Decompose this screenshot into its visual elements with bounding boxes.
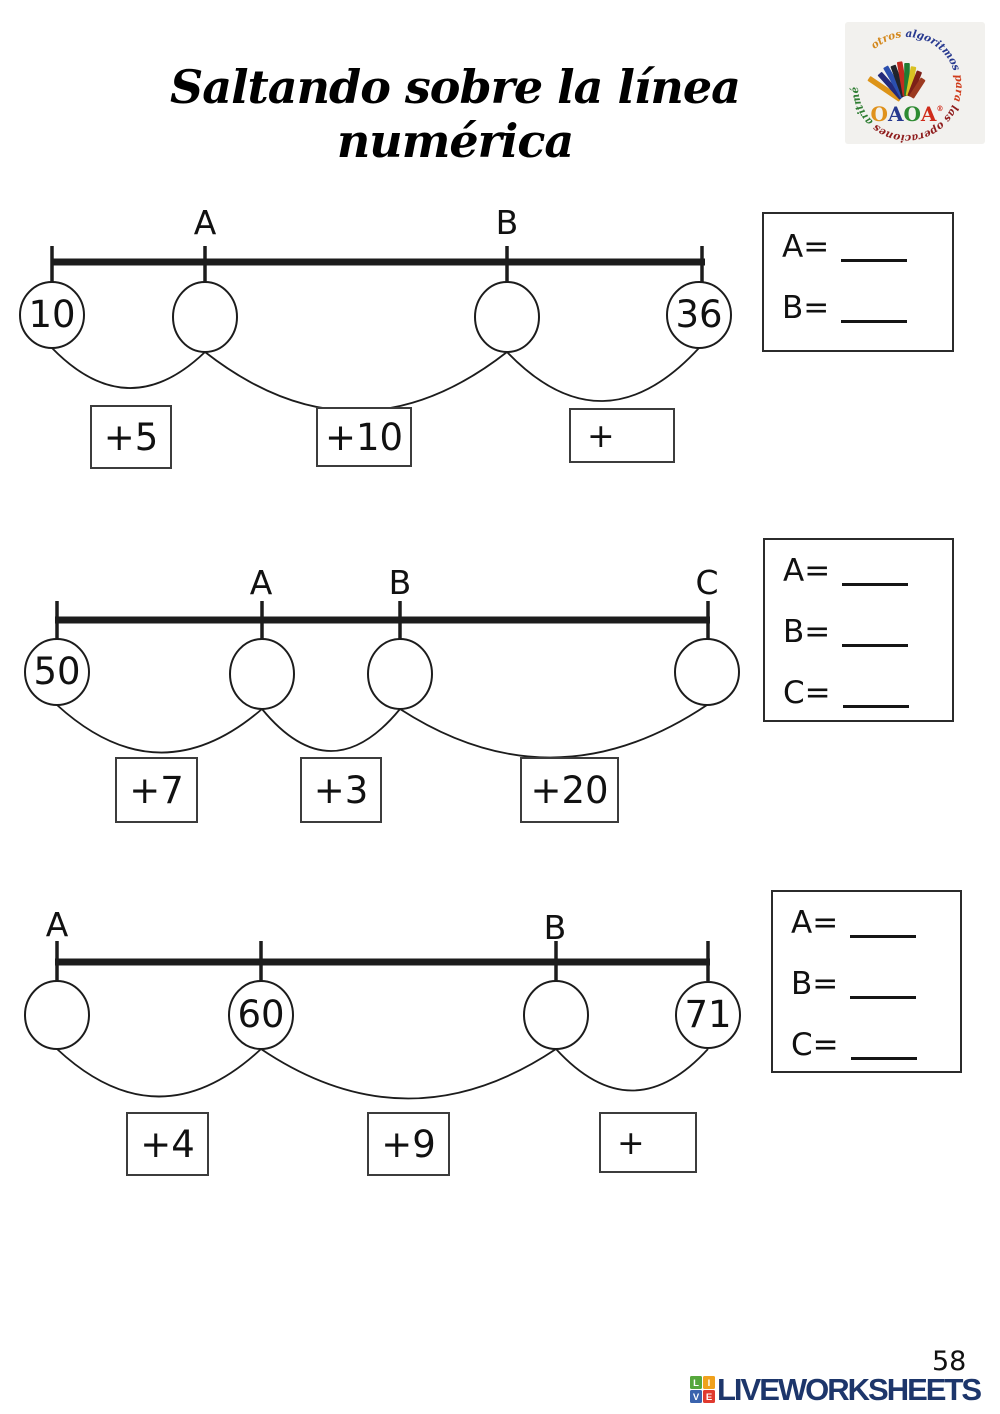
number-circle-value: 10 (28, 293, 76, 336)
point-label-b: B (543, 908, 567, 947)
jump-arc (399, 704, 708, 759)
answer-label: C= (791, 1027, 839, 1063)
registered-mark: ® (936, 104, 943, 113)
answer-row: A= (791, 906, 960, 940)
answers-box-2: A= B= C= (763, 538, 954, 722)
jump-arc (506, 347, 700, 402)
answer-label: A= (783, 553, 831, 589)
jump-arc (56, 704, 263, 754)
answers-box-1: A= B= (762, 212, 954, 352)
answer-blank[interactable] (850, 915, 917, 938)
jump-arc (260, 1048, 557, 1100)
number-circle-value: 60 (237, 993, 285, 1036)
live-tile-letter: I (708, 1378, 711, 1389)
answer-row: B= (783, 615, 952, 649)
answer-label: B= (783, 614, 831, 650)
jump-box: +20 (520, 757, 619, 823)
jump-box: +9 (367, 1112, 450, 1176)
answer-blank[interactable] (841, 239, 908, 262)
jump-value: +10 (324, 415, 404, 459)
jump-value: + (587, 416, 615, 455)
jump-arc (555, 1048, 709, 1092)
jump-value: + (617, 1123, 645, 1162)
point-label-b: B (388, 563, 412, 602)
answer-blank[interactable] (842, 563, 909, 586)
number-line-3-geometry (24, 941, 741, 1100)
jump-value: +4 (140, 1122, 195, 1166)
point-label-c: C (695, 563, 719, 602)
answer-blank[interactable] (841, 300, 908, 323)
jump-box: +4 (126, 1112, 209, 1176)
number-circle-value: 71 (684, 993, 732, 1036)
jump-value: +9 (381, 1122, 436, 1166)
jump-box: +7 (115, 757, 198, 823)
point-label-a: A (45, 905, 69, 944)
live-tile-letter: V (693, 1392, 700, 1403)
jump-box-blank[interactable]: + (599, 1112, 697, 1173)
live-tile-letter: E (706, 1392, 712, 1403)
answer-row: A= (783, 554, 952, 588)
number-circle-outline[interactable] (172, 281, 238, 353)
jump-box: +10 (316, 407, 412, 467)
number-circle-value: 50 (33, 650, 81, 693)
number-circle-outline[interactable] (674, 638, 740, 706)
jump-box: +5 (90, 405, 172, 469)
jump-value: +3 (313, 768, 369, 812)
answer-row: B= (791, 967, 960, 1001)
jump-box: +3 (300, 757, 382, 823)
liveworksheets-wordmark: LIVEWORKSHEETS (717, 1372, 982, 1407)
answer-label: A= (782, 229, 830, 265)
number-circle-outline[interactable] (474, 281, 540, 353)
answer-label: B= (791, 966, 839, 1002)
oaoa-acronym: OAOA® (871, 102, 944, 126)
number-circle-outline[interactable] (24, 980, 90, 1050)
answer-row: A= (782, 230, 952, 264)
jump-arc (51, 347, 206, 389)
jump-value: +5 (103, 415, 159, 459)
answer-blank[interactable] (842, 624, 909, 647)
answer-label: C= (783, 675, 831, 711)
answer-row: C= (791, 1028, 960, 1062)
jump-arc (56, 1048, 262, 1098)
jump-value: +7 (129, 768, 184, 812)
number-circle-value: 36 (675, 293, 723, 336)
number-line-2-geometry (24, 601, 740, 759)
answer-blank[interactable] (850, 976, 917, 999)
number-circle-outline[interactable] (229, 638, 295, 710)
jump-arc (204, 351, 508, 412)
answer-blank[interactable] (850, 1037, 917, 1060)
page-title: Saltando sobre la línea numérica (170, 60, 741, 168)
answer-row: C= (783, 676, 952, 710)
answer-label: B= (782, 290, 830, 326)
answers-box-3: A= B= C= (771, 890, 962, 1073)
page-number: 58 (932, 1346, 967, 1377)
point-label-b: B (495, 203, 519, 242)
oaoa-logo-graphic: otros algoritmos para las operaciones ar… (842, 13, 965, 144)
liveworksheets-logo: L I V E (690, 1376, 715, 1403)
answer-row: B= (782, 291, 952, 325)
answer-blank[interactable] (842, 685, 909, 708)
point-label-a: A (249, 563, 273, 602)
point-label-a: A (193, 203, 217, 242)
jump-arc (261, 708, 401, 752)
jump-box-blank[interactable]: + (569, 408, 675, 463)
number-circle-outline[interactable] (523, 980, 589, 1050)
live-tile-letter: L (693, 1378, 699, 1389)
jump-value: +20 (530, 768, 609, 812)
answer-label: A= (791, 905, 839, 941)
number-circle-outline (675, 981, 741, 1049)
oaoa-logo: otros algoritmos para las operaciones ar… (842, 13, 985, 144)
pencil-fan-icon (867, 61, 926, 102)
number-circle-outline[interactable] (367, 638, 433, 710)
number-line-1-geometry (19, 246, 732, 412)
